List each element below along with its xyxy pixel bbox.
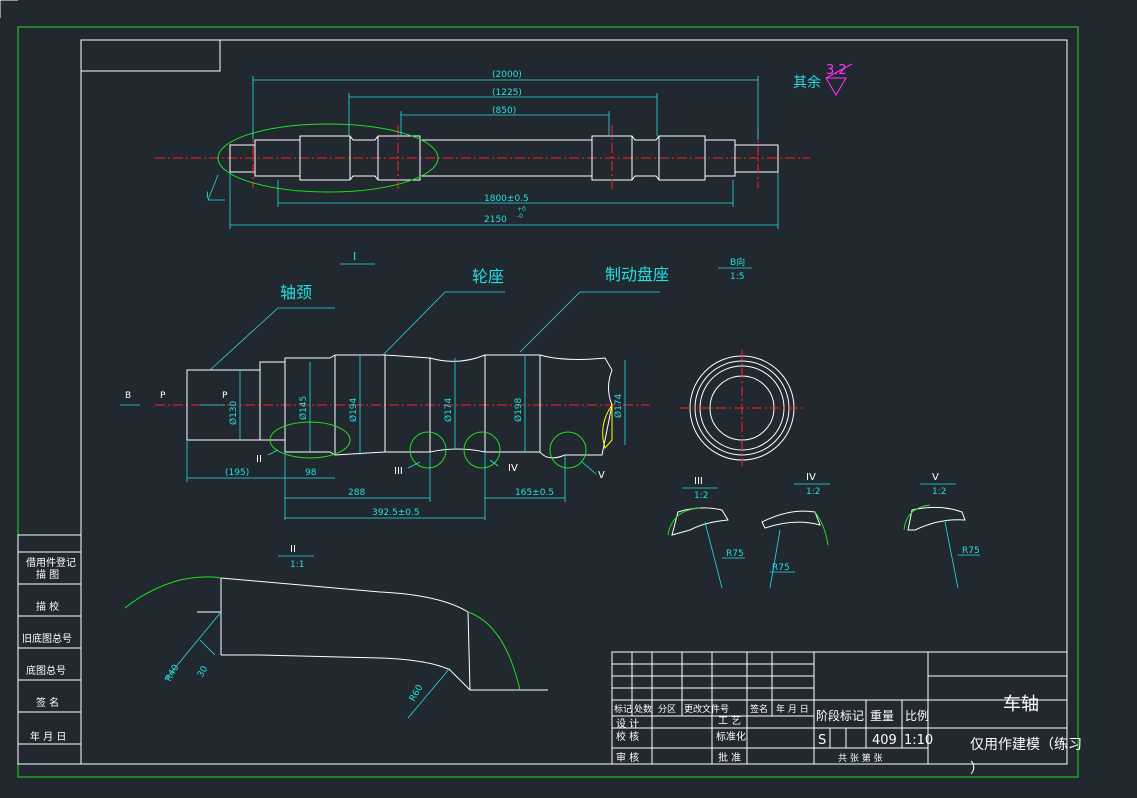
view-label-P2: P (222, 391, 228, 401)
dim-165: 165±0.5 (515, 488, 554, 498)
label-III: III (394, 466, 403, 477)
detail-V-title: V (932, 472, 939, 483)
detail-circle-I (217, 123, 439, 193)
detail-II-r40: R40 (164, 663, 182, 684)
dia-130: Ø130 (228, 400, 239, 425)
detail-V-radius: R75 (962, 546, 980, 556)
detail-II-scale: 1:1 (290, 560, 304, 570)
tb-weight: 重量 (870, 709, 894, 723)
dim-195: (195) (225, 468, 249, 478)
dia-194: Ø194 (348, 397, 359, 422)
detail-V-scale: 1:2 (932, 487, 946, 497)
title-block: 标记 处数 分区 更改文件号 签名 年 月 日 设 计 校 核 审 核 工 艺 … (611, 651, 1068, 765)
detail-I: I 轴颈 轮座 制动盘座 B P P Ø130 Ø145 Ø194 Ø174 Ø… (120, 250, 669, 520)
detail-II: II 1:1 R40 30 R60 (124, 544, 548, 719)
tb-standard: 标准化 (716, 730, 746, 743)
tb-h6: 年 月 日 (776, 703, 809, 715)
detail-I-ref: I (206, 191, 209, 201)
detail-II-title: II (290, 544, 296, 555)
tol-2: -0 (517, 213, 523, 220)
note-text: 仅用作建模（练习 (970, 737, 1082, 753)
side-row-2: 描 图 (36, 568, 59, 581)
side-row-1: 借用件登记 (26, 556, 76, 569)
dim-1800: 1800±0.5 (484, 194, 529, 204)
top-view: I (2000) (1225) (850) 1800±0.5 2150 +0 -… (155, 70, 810, 229)
origin-mark (0, 0, 18, 18)
dim-392: 392.5±0.5 (372, 508, 420, 518)
dim-2000: (2000) (492, 70, 522, 80)
dim-1225: (1225) (492, 88, 522, 98)
tb-h1: 标记 (614, 703, 632, 715)
tb-stage-val: S (818, 733, 826, 748)
side-row-6: 签 名 (36, 696, 59, 709)
detail-IV-scale: 1:2 (806, 487, 820, 497)
detail-V: V 1:2 R75 (903, 472, 980, 589)
side-row-3: 描 校 (36, 600, 59, 613)
detail-IV-title: IV (806, 472, 816, 483)
note-text-tail: ） (970, 761, 984, 777)
tb-h4: 更改文件号 (684, 703, 729, 715)
side-row-4: 旧底图总号 (22, 632, 72, 645)
detail-III-radius: R75 (726, 549, 744, 559)
surface-value: 3.2 (826, 63, 847, 78)
tb-h5: 签名 (750, 703, 768, 715)
dia-174b: Ø174 (613, 393, 624, 418)
tb-sheets: 共 张 第 张 (838, 752, 883, 764)
tb-review: 审 核 (616, 751, 639, 764)
dia-174: Ø174 (443, 397, 454, 422)
dia-198: Ø198 (513, 397, 524, 422)
dia-145: Ø145 (298, 396, 309, 420)
callout-brake-seat: 制动盘座 (605, 265, 669, 284)
corner-box (80, 39, 221, 72)
surface-finish-note: 其余 3.2 (793, 63, 853, 96)
tb-check: 校 核 (616, 730, 639, 743)
dim-98: 98 (305, 468, 317, 478)
tb-process: 工 艺 (718, 715, 741, 727)
view-B: B向 1:5 (680, 256, 805, 466)
tb-part-name: 车轴 (1003, 694, 1039, 715)
side-row-5: 底图总号 (26, 664, 66, 677)
view-label-P1: P (160, 391, 166, 401)
circle-III (409, 431, 447, 469)
outer-frame (17, 26, 1079, 778)
inner-frame (80, 39, 1068, 765)
circle-IV (463, 431, 501, 469)
break-hatch (602, 403, 613, 450)
tb-h3: 分区 (658, 704, 676, 715)
callout-wheel-seat: 轮座 (472, 267, 504, 286)
tb-scale-val: 1:10 (904, 733, 933, 748)
circle-II (269, 421, 351, 459)
label-V: V (598, 470, 605, 481)
tb-approve: 批 准 (718, 751, 741, 764)
side-column: 借用件登记 描 图 描 校 旧底图总号 底图总号 签 名 年 月 日 (17, 534, 82, 765)
detail-III-title: III (694, 476, 703, 487)
tol-1: +0 (517, 206, 526, 213)
view-label-B: B (125, 391, 131, 401)
side-row-7: 年 月 日 (30, 730, 66, 743)
callout-journal: 轴颈 (280, 283, 312, 302)
label-II: II (256, 454, 262, 465)
tb-stage: 阶段标记 (816, 708, 864, 723)
tb-design: 设 计 (616, 717, 639, 730)
detail-III-scale: 1:2 (694, 491, 708, 501)
surface-prefix: 其余 (793, 74, 821, 91)
view-B-scale: 1:5 (730, 272, 744, 282)
surface-symbol (825, 63, 853, 96)
detail-IV: IV 1:2 R75 (761, 472, 830, 589)
tb-weight-val: 409 (872, 733, 897, 748)
tb-scale: 比例 (905, 709, 929, 723)
detail-II-30: 30 (196, 664, 211, 679)
dim-850: (850) (492, 106, 516, 116)
circle-V (549, 431, 587, 469)
label-IV: IV (508, 463, 518, 474)
tb-h2: 处数 (634, 703, 652, 715)
detail-I-outline (186, 354, 613, 459)
detail-I-title: I (353, 250, 356, 263)
detail-III: III 1:2 R75 (667, 476, 745, 589)
dim-2150: 2150 (484, 215, 507, 225)
dim-288: 288 (348, 488, 365, 498)
detail-IV-radius: R75 (772, 563, 790, 573)
view-B-title: B向 (730, 256, 745, 268)
